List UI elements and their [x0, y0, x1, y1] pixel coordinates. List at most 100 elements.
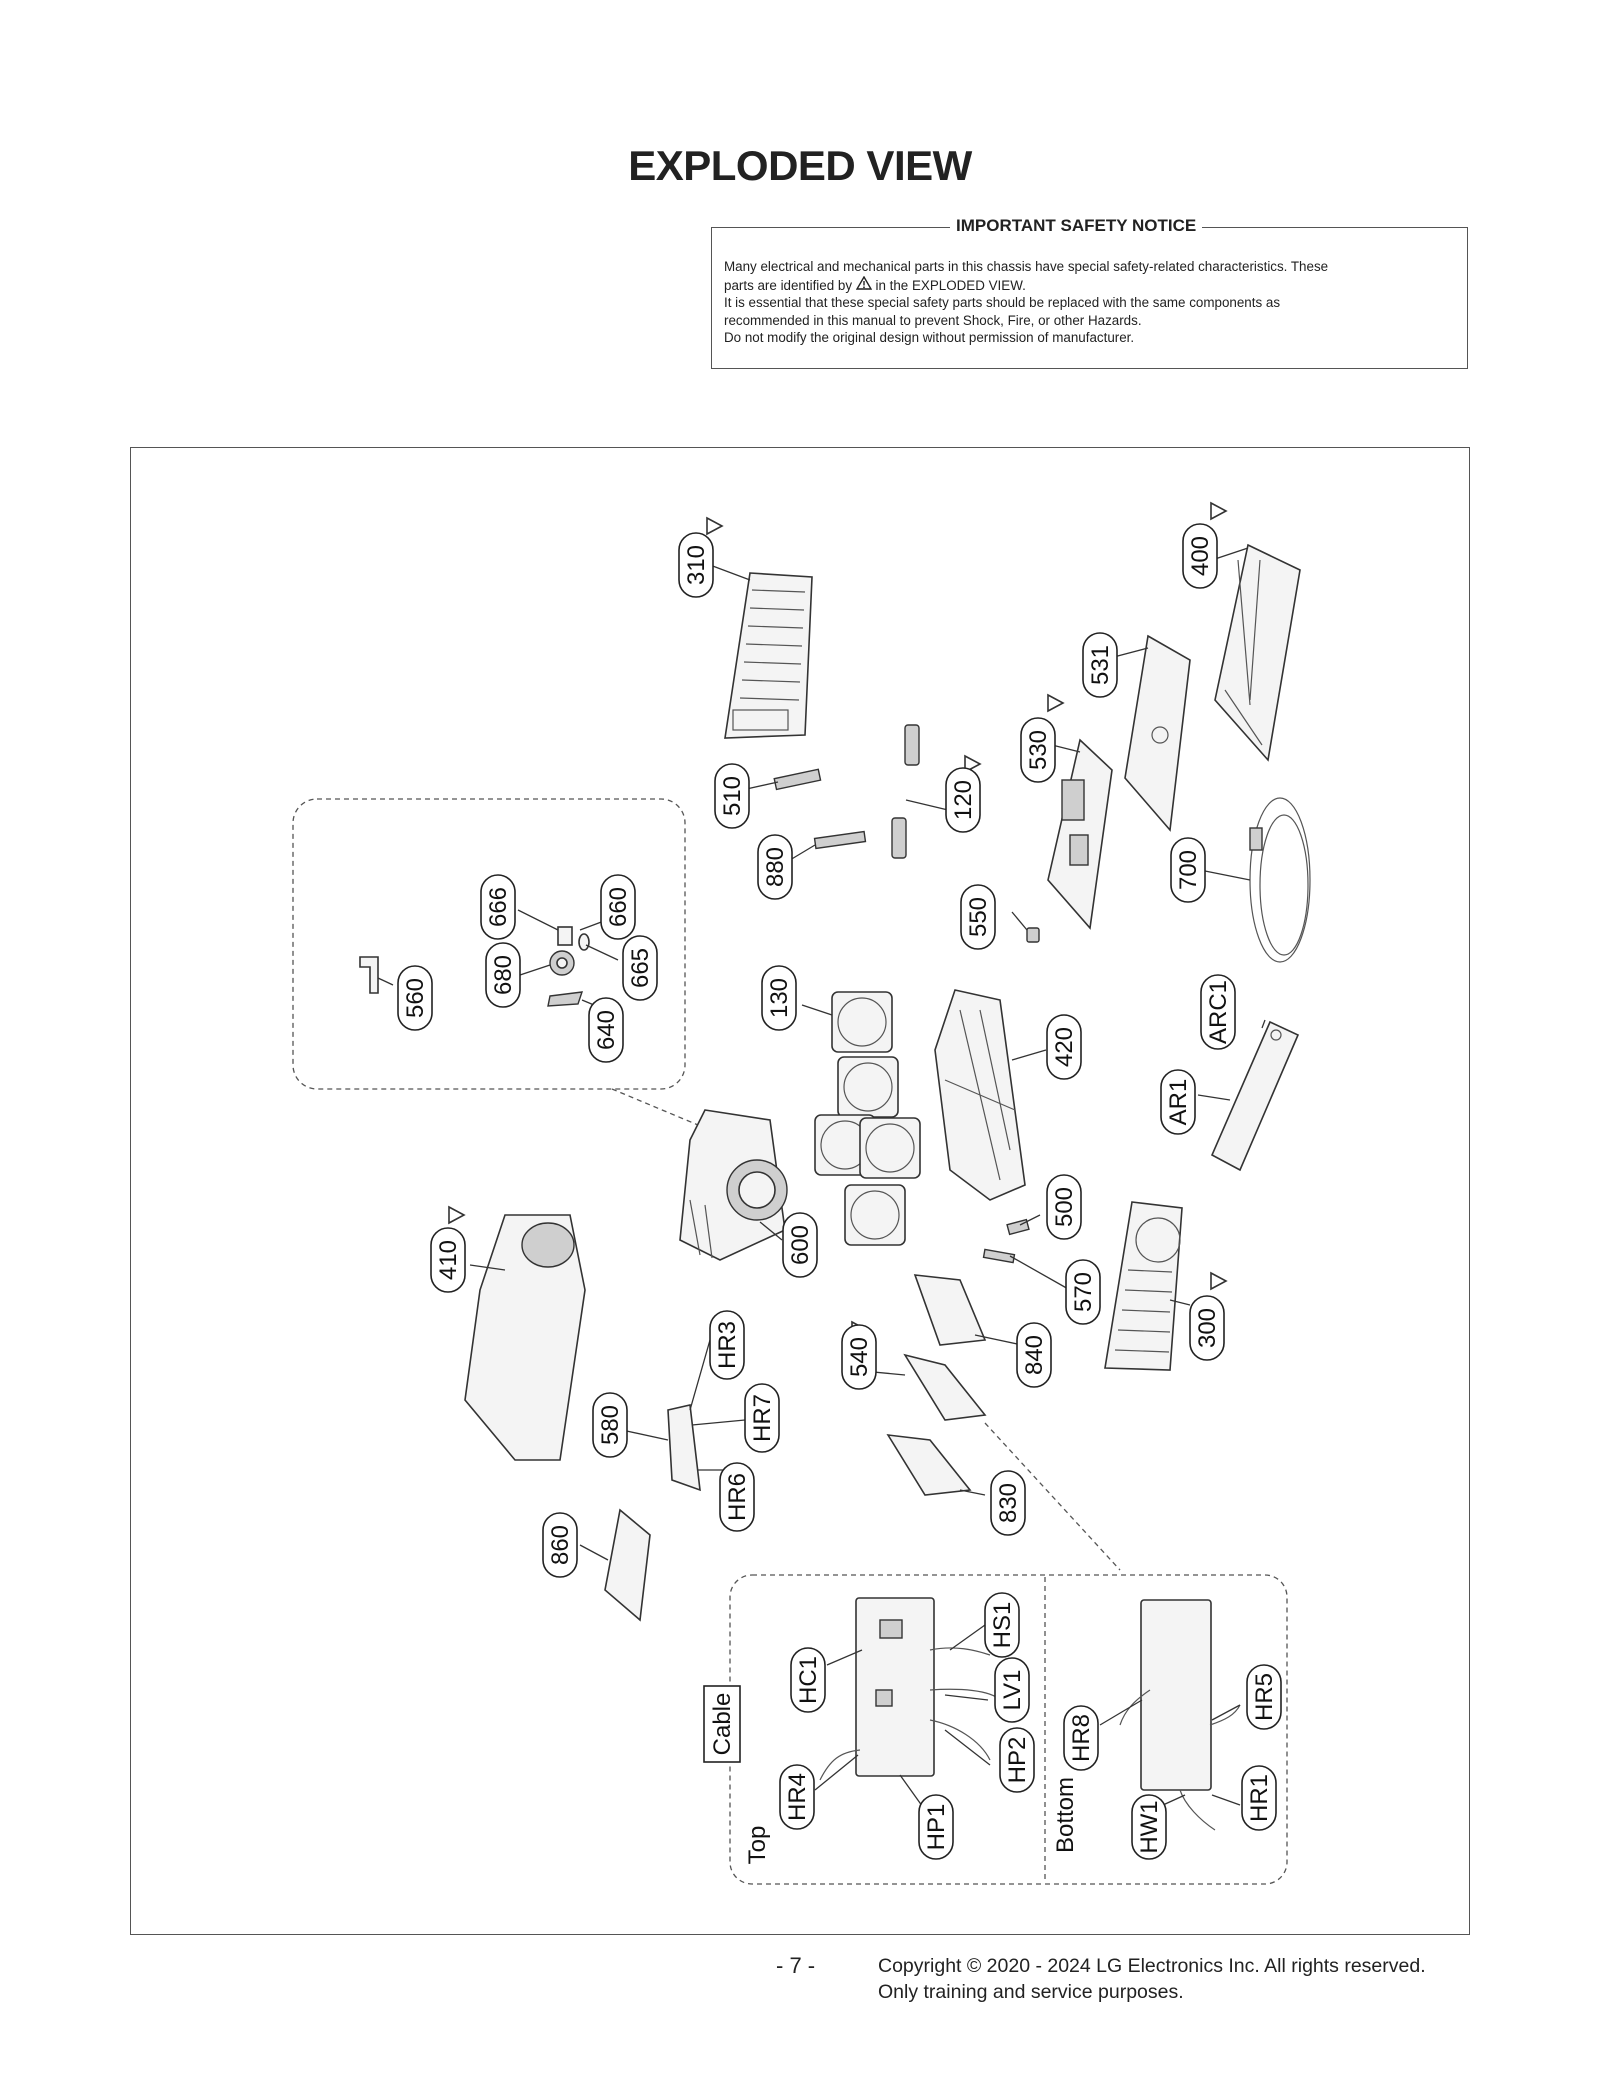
part-label-text: HW1 — [1136, 1800, 1163, 1853]
zoom-callout-box-left — [292, 798, 686, 1090]
part-label-text: HC1 — [795, 1656, 822, 1704]
label-pill-outline — [1082, 632, 1118, 698]
part-880-graphic — [813, 830, 867, 850]
part-remote-graphic — [1210, 1020, 1300, 1172]
part-label-510: 510 — [714, 763, 750, 829]
part-label-text: 830 — [995, 1483, 1022, 1523]
part-label-text: ARC1 — [1205, 980, 1232, 1044]
part-label-680: 680 — [485, 942, 521, 1008]
part-640-graphic — [547, 991, 584, 1007]
part-label-text: HS1 — [989, 1602, 1016, 1649]
part-310-graphic — [724, 572, 813, 739]
page-title: EXPLODED VIEW — [628, 142, 972, 189]
part-label-text: 510 — [719, 776, 746, 816]
part-530-graphic — [1047, 738, 1113, 930]
cable-label: Cable — [709, 1693, 736, 1756]
copyright-notice: Copyright © 2020 - 2024 LG Electronics I… — [878, 1953, 1426, 2005]
part-label-text: 420 — [1051, 1027, 1078, 1067]
label-pill-outline — [678, 532, 714, 598]
part-510-graphic — [773, 768, 822, 791]
part-label-text: 310 — [683, 545, 710, 585]
part-label-hr8: HR8 — [1063, 1705, 1099, 1771]
label-pill-outline — [592, 1392, 628, 1458]
part-860-graphic — [604, 1508, 651, 1622]
part-label-text: 560 — [402, 978, 429, 1018]
part-label-hr7: HR7 — [744, 1383, 780, 1453]
part-label-text: 550 — [965, 897, 992, 937]
part-label-text: 600 — [787, 1225, 814, 1265]
part-label-text: 880 — [762, 847, 789, 887]
part-600-graphic — [679, 1109, 788, 1261]
part-label-text: 700 — [1175, 850, 1202, 890]
top-label-group: Top — [744, 1826, 771, 1865]
part-label-500: 500 — [1046, 1174, 1082, 1240]
part-label-666: 666 — [480, 874, 516, 940]
part-420-graphic — [934, 989, 1026, 1201]
label-pill-outline — [1016, 1322, 1052, 1388]
part-680-graphic — [549, 950, 575, 976]
top-label: Top — [744, 1826, 771, 1865]
part-400-graphic — [1214, 543, 1301, 762]
label-pill-outline — [999, 1727, 1035, 1793]
part-120-graphic — [891, 724, 920, 859]
part-label-hs1: HS1 — [984, 1592, 1020, 1658]
part-label-text: HR6 — [724, 1473, 751, 1521]
label-pill-outline — [1189, 1295, 1225, 1361]
label-pill-outline — [485, 942, 521, 1008]
label-pill-outline — [1182, 523, 1218, 589]
notice-line-1: Many electrical and mechanical parts in … — [724, 259, 1329, 274]
part-label-860: 860 — [542, 1512, 578, 1578]
notice-line-3: It is essential that these special safet… — [724, 295, 1281, 310]
part-label-text: 540 — [846, 1337, 873, 1377]
safety-triangle-icons — [448, 501, 1228, 1340]
label-pill-outline — [1046, 1174, 1082, 1240]
subview-callout-line — [984, 1422, 1121, 1571]
leader-lines — [377, 547, 1266, 1811]
part-label-640: 640 — [588, 997, 624, 1063]
part-label-text: HP1 — [923, 1804, 950, 1851]
part-label-text: 120 — [950, 780, 977, 820]
bottom-label-group: Bottom — [1052, 1777, 1079, 1853]
part-label-text: HR5 — [1251, 1673, 1278, 1721]
label-pill-outline — [984, 1592, 1020, 1658]
part-label-text: LV1 — [999, 1670, 1026, 1711]
part-label-text: 840 — [1021, 1335, 1048, 1375]
part-666-660-665-graphic — [557, 926, 590, 951]
part-570-graphic — [982, 1248, 1016, 1264]
label-pill-outline — [1020, 717, 1056, 783]
part-label-hr1: HR1 — [1241, 1765, 1277, 1831]
part-700-graphic — [1249, 797, 1311, 963]
part-label-600: 600 — [782, 1212, 818, 1278]
label-pill-outline — [761, 965, 797, 1031]
part-label-700: 700 — [1170, 837, 1206, 903]
part-label-text: 665 — [627, 948, 654, 988]
part-label-text: 500 — [1051, 1187, 1078, 1227]
part-label-300: 300 — [1189, 1295, 1225, 1361]
part-label-text: 300 — [1194, 1308, 1221, 1348]
zoom-callout-line-left — [611, 1088, 711, 1131]
label-pill-outline — [1200, 974, 1236, 1050]
part-label-text: 640 — [593, 1010, 620, 1050]
part-label-arc1: ARC1 — [1200, 974, 1236, 1050]
subview-bottom-board-graphic — [1119, 1599, 1241, 1831]
part-label-text: 660 — [605, 887, 632, 927]
label-pill-outline — [744, 1383, 780, 1453]
label-pill-outline — [1246, 1664, 1282, 1730]
part-label-text: 680 — [490, 955, 517, 995]
part-label-hp2: HP2 — [999, 1727, 1035, 1793]
part-label-310: 310 — [678, 532, 714, 598]
part-label-hw1: HW1 — [1131, 1794, 1167, 1860]
label-pill-outline — [397, 965, 433, 1031]
notice-line-2: parts are identified by in the EXPLODED … — [724, 275, 1457, 295]
part-300-graphic — [1104, 1201, 1183, 1371]
label-pill-outline — [480, 874, 516, 940]
label-pill-outline — [779, 1764, 815, 1830]
page-number: - 7 - — [776, 1953, 816, 1978]
warning-triangle-icon — [855, 275, 872, 290]
label-pill-outline — [1160, 1069, 1196, 1135]
notice-line-2b: in the EXPLODED VIEW. — [875, 277, 1026, 293]
label-pill-outline — [1046, 1014, 1082, 1080]
part-130-fans-graphic — [814, 991, 921, 1246]
